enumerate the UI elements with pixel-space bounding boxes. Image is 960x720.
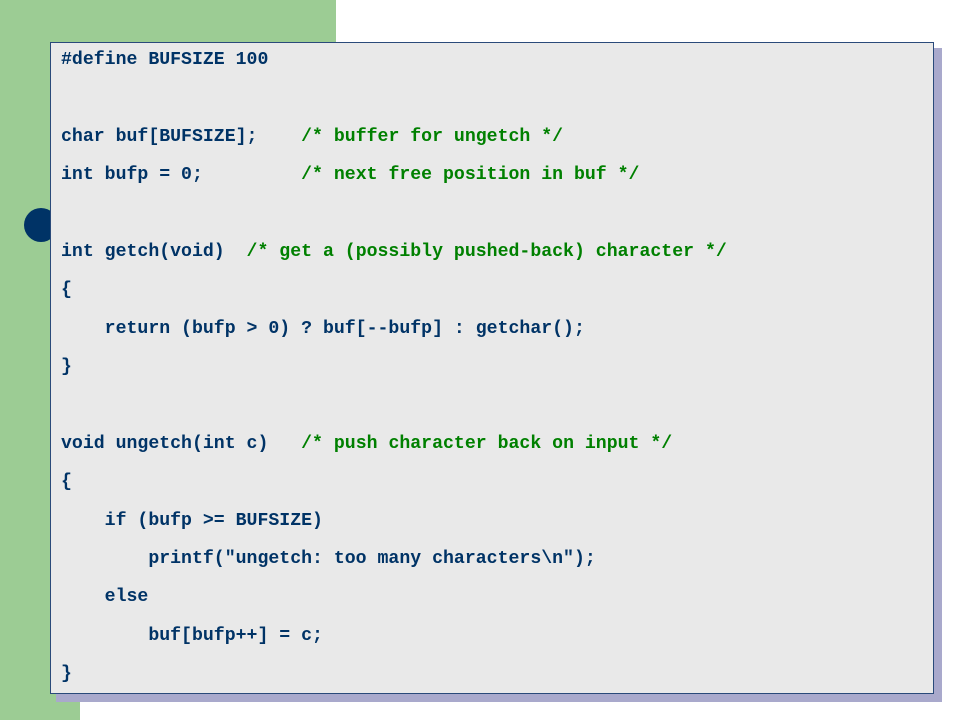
code-segment: char buf[BUFSIZE]; — [61, 127, 302, 147]
code-line-16: buf[bufp++] = c; — [61, 626, 323, 646]
code-line-14: printf("ungetch: too many characters\n")… — [61, 549, 596, 569]
code-line-12: { — [61, 472, 72, 492]
code-line-9: } — [61, 357, 72, 377]
code-line-8: return (bufp > 0) ? buf[--bufp] : getcha… — [61, 319, 585, 339]
code-comment: /* next free position in buf */ — [301, 165, 640, 185]
code-segment: void ungetch(int c) — [61, 434, 302, 454]
code-line-13: if (bufp >= BUFSIZE) — [61, 511, 323, 531]
code-line-4: int bufp = 0; /* next free position in b… — [61, 162, 639, 188]
code-line-15: else — [61, 587, 149, 607]
code-line-3: char buf[BUFSIZE]; /* buffer for ungetch… — [61, 124, 563, 150]
code-segment: int getch(void) — [61, 242, 247, 262]
code-listing: #define BUFSIZE 100 char buf[BUFSIZE]; /… — [50, 42, 934, 694]
code-line-17: } — [61, 664, 72, 684]
code-comment: /* push character back on input */ — [301, 434, 673, 454]
code-line-1: #define BUFSIZE 100 — [61, 50, 269, 70]
code-segment: int bufp = 0; — [61, 165, 302, 185]
code-comment: /* get a (possibly pushed-back) characte… — [246, 242, 727, 262]
code-line-7: { — [61, 280, 72, 300]
code-line-6: int getch(void) /* get a (possibly pushe… — [61, 239, 727, 265]
code-line-11: void ungetch(int c) /* push character ba… — [61, 431, 672, 457]
code-comment: /* buffer for ungetch */ — [301, 127, 564, 147]
